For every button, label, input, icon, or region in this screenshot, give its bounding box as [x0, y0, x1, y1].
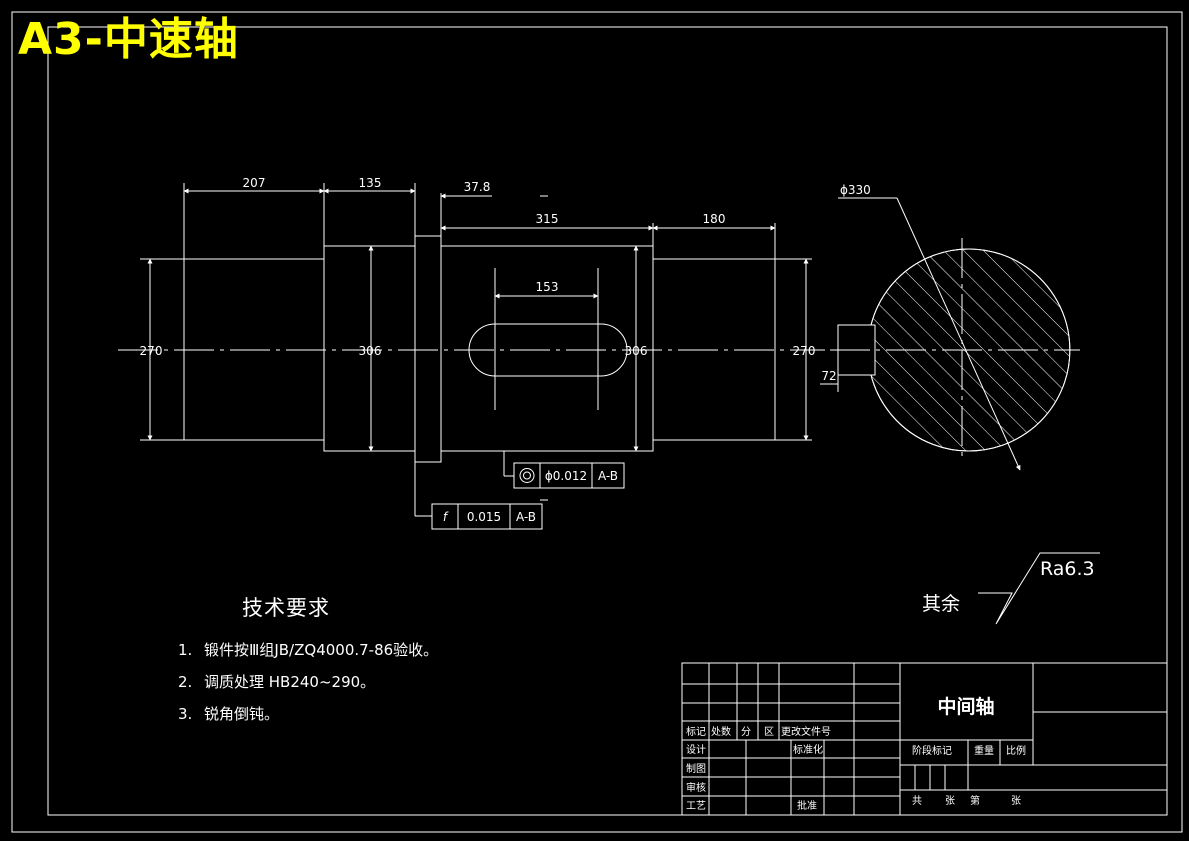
dim-270-left: 270 — [140, 344, 163, 358]
dim-315: 315 — [536, 212, 559, 226]
runout-symbol: f — [443, 510, 449, 524]
tb-label-page: 第 — [970, 794, 980, 807]
tb-label-checker: 审核 — [686, 781, 706, 794]
tb-label-doc: 更改文件号 — [781, 725, 831, 738]
coaxiality-value: ϕ0.012 — [545, 469, 587, 483]
dim-153: 153 — [536, 280, 559, 294]
tb-label-scale: 比例 — [1006, 744, 1026, 757]
tech-req-num: 1. — [178, 641, 193, 659]
roughness-prefix: 其余 — [922, 593, 960, 615]
tb-label-mark: 标记 — [686, 726, 706, 738]
tech-req-num: 3. — [178, 705, 193, 723]
dim-306-right: 306 — [625, 344, 648, 358]
tech-req-item: 2. 调质处理 HB240~290。 — [178, 666, 438, 698]
tb-label-zone-a: 分 — [741, 726, 751, 738]
shaft-view — [118, 183, 825, 530]
dim-section-330: ϕ330 — [840, 183, 871, 197]
tb-label-sheets: 张 — [945, 795, 955, 807]
tb-label-zone-b: 区 — [764, 726, 774, 738]
technical-requirements: 技术要求 1. 锻件按Ⅲ组JB/ZQ4000.7-86验收。 2. 调质处理 HB2… — [178, 592, 438, 730]
inner-border — [47, 26, 1168, 816]
title-block — [681, 662, 1168, 816]
dim-306-left: 306 — [359, 344, 382, 358]
tb-label-standard: 标准化 — [793, 743, 823, 756]
tech-req-num: 2. — [178, 673, 193, 691]
tb-label-approve: 批准 — [797, 799, 817, 812]
tb-label-count: 处数 — [711, 725, 731, 738]
runout-value: 0.015 — [467, 510, 501, 524]
coaxiality-datum: A-B — [598, 469, 618, 483]
tb-label-drawer: 制图 — [686, 762, 706, 775]
roughness-symbol — [978, 552, 1100, 625]
tech-req-item: 3. 锐角倒钝。 — [178, 698, 438, 730]
tb-label-process: 工艺 — [686, 800, 706, 812]
tb-label-sheets2: 张 — [1011, 795, 1021, 807]
dim-207: 207 — [243, 176, 266, 190]
tech-req-text: 调质处理 HB240~290。 — [204, 673, 376, 691]
tech-req-text: 锐角倒钝。 — [204, 705, 280, 723]
runout-datum: A-B — [516, 510, 536, 524]
part-name: 中间轴 — [937, 695, 994, 718]
dim-37-8: 37.8 — [464, 180, 491, 194]
tb-label-weight: 重量 — [974, 744, 994, 757]
section-view — [820, 197, 1080, 471]
outer-border — [11, 11, 1183, 833]
dim-section-72: 72 — [821, 369, 836, 383]
dim-135: 135 — [359, 176, 382, 190]
tb-label-stage: 阶段标记 — [912, 744, 952, 757]
tb-label-total: 共 — [912, 795, 922, 807]
roughness-value: Ra6.3 — [1040, 558, 1095, 580]
tb-label-design: 设计 — [686, 743, 706, 756]
dim-180: 180 — [703, 212, 726, 226]
tech-req-text: 锻件按Ⅲ组JB/ZQ4000.7-86验收。 — [204, 641, 439, 659]
tech-req-item: 1. 锻件按Ⅲ组JB/ZQ4000.7-86验收。 — [178, 634, 438, 666]
sheet-title: A3-中速轴 — [18, 14, 239, 65]
dim-270-right: 270 — [793, 344, 816, 358]
tech-req-heading: 技术要求 — [242, 596, 330, 620]
